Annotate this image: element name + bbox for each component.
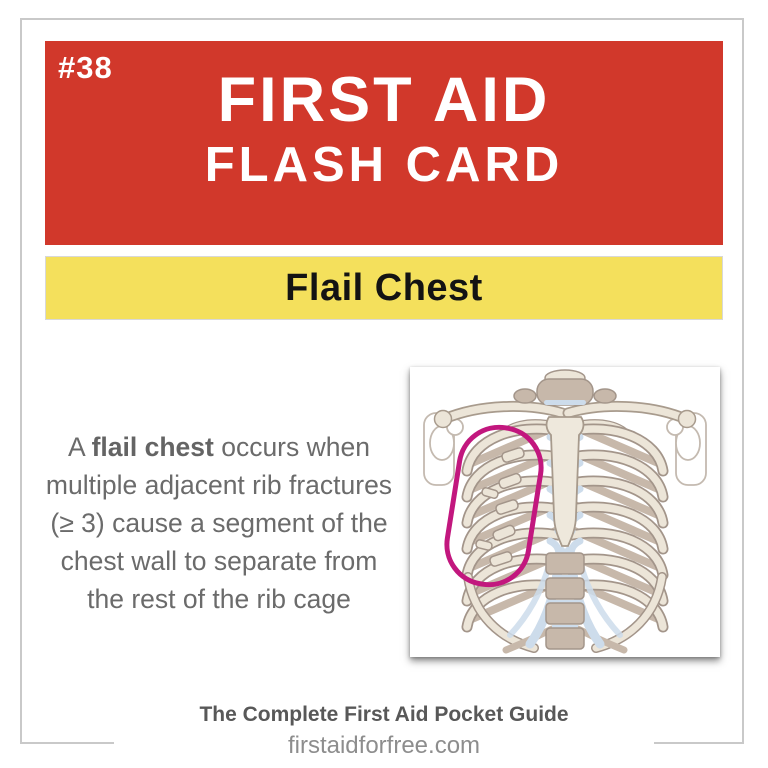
fracture-fragments — [475, 447, 525, 567]
definition-term: flail chest — [91, 432, 214, 462]
topic-banner: Flail Chest — [45, 256, 723, 320]
rib-cage-illustration — [410, 367, 720, 657]
header-banner: #38 FIRST AID FLASH CARD — [45, 41, 723, 245]
footer-guide-title: The Complete First Aid Pocket Guide — [199, 703, 569, 726]
card-number: #38 — [58, 50, 113, 85]
page-subtitle: FLASH CARD — [204, 138, 564, 192]
definition-text: A flail chest occurs when multiple adjac… — [42, 428, 396, 618]
footer-website: firstaidforfree.com — [114, 728, 654, 764]
definition-rest: occurs when multiple adjacent rib fractu… — [45, 432, 393, 614]
flail-segment-highlight — [444, 424, 544, 588]
page-title: FIRST AID — [217, 65, 551, 135]
topic-title: Flail Chest — [285, 266, 483, 309]
rib-cage-figure — [410, 367, 720, 657]
definition-prefix: A — [68, 432, 92, 462]
